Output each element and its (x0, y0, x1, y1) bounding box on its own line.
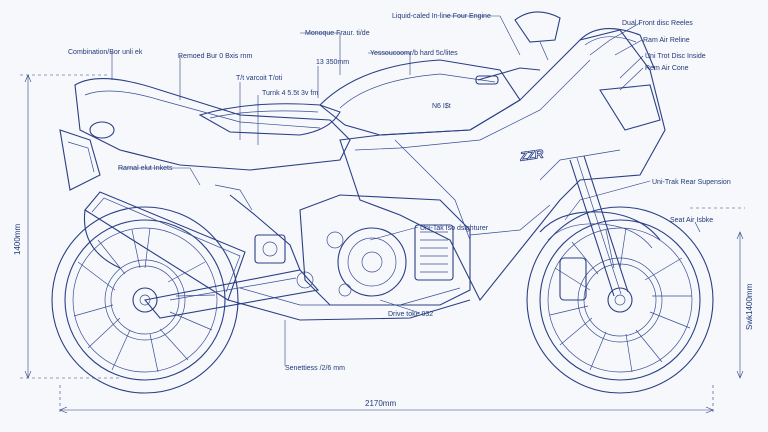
label-monoque-frame: Monoque Fraur. ti/de (305, 30, 370, 37)
label-engine: Liquid-caled In-line Four Engine (392, 13, 491, 20)
label-ram-air-top: Ram Air Reline (643, 37, 690, 44)
label-swingarm: Senettiess /2/6 mm (285, 365, 345, 372)
label-removed-bar: Remoed Bur 0 Bxis rnm (178, 53, 252, 60)
label-uni-trak-rear-suspension: Uni-Trak Rear Supension (652, 179, 731, 186)
label-dual-front-disc-brakes: Dual Front disc Reeles (622, 20, 693, 27)
callout-leaders (111, 15, 701, 366)
rear-linkage (214, 184, 301, 271)
dimension-front-height: Swk1400mm (745, 283, 754, 330)
front-wheel (526, 206, 714, 394)
label-seat-air-intake: Seat Air Isbke (670, 217, 713, 224)
label-turnk: Turnk 4 5.5t 3v fm (262, 90, 318, 97)
label-combination-tail: Combination/Bor unli ek (68, 49, 143, 56)
label-dim-350: 13 350mm (316, 59, 349, 66)
fairing-badge: ZZR (518, 147, 544, 164)
label-transmission: T/t varcoit T/oti (236, 75, 283, 82)
label-uni-trak-disc-inside: Uni Trot Disc Inside (645, 53, 706, 60)
front-fork (539, 155, 661, 301)
tail-section (59, 78, 351, 191)
fairing (339, 28, 666, 302)
label-drive-chain: Drive toke 032 (388, 311, 433, 318)
rear-wheel (51, 206, 239, 394)
label-ram-air-cone: Rem Air Cone (645, 65, 689, 72)
label-tank-fairing: Yessoucoomr/b hard 5c/lites (370, 50, 458, 57)
label-rear-shock: Rarnal elut Inkets (118, 165, 173, 172)
swingarm (143, 269, 320, 319)
label-uni-trak-iso: Uni-Tak Iso dsighturer (420, 225, 489, 232)
dimension-width: 2170mm (365, 399, 396, 408)
exhaust-muffler (83, 191, 471, 321)
label-fairing-badge-text: N6 I$t (432, 103, 451, 110)
fuel-tank (319, 59, 521, 136)
dimension-lines (20, 74, 745, 415)
handlebar (475, 11, 561, 85)
engine-block (299, 194, 471, 306)
dimension-height: 1400mm (13, 224, 22, 255)
